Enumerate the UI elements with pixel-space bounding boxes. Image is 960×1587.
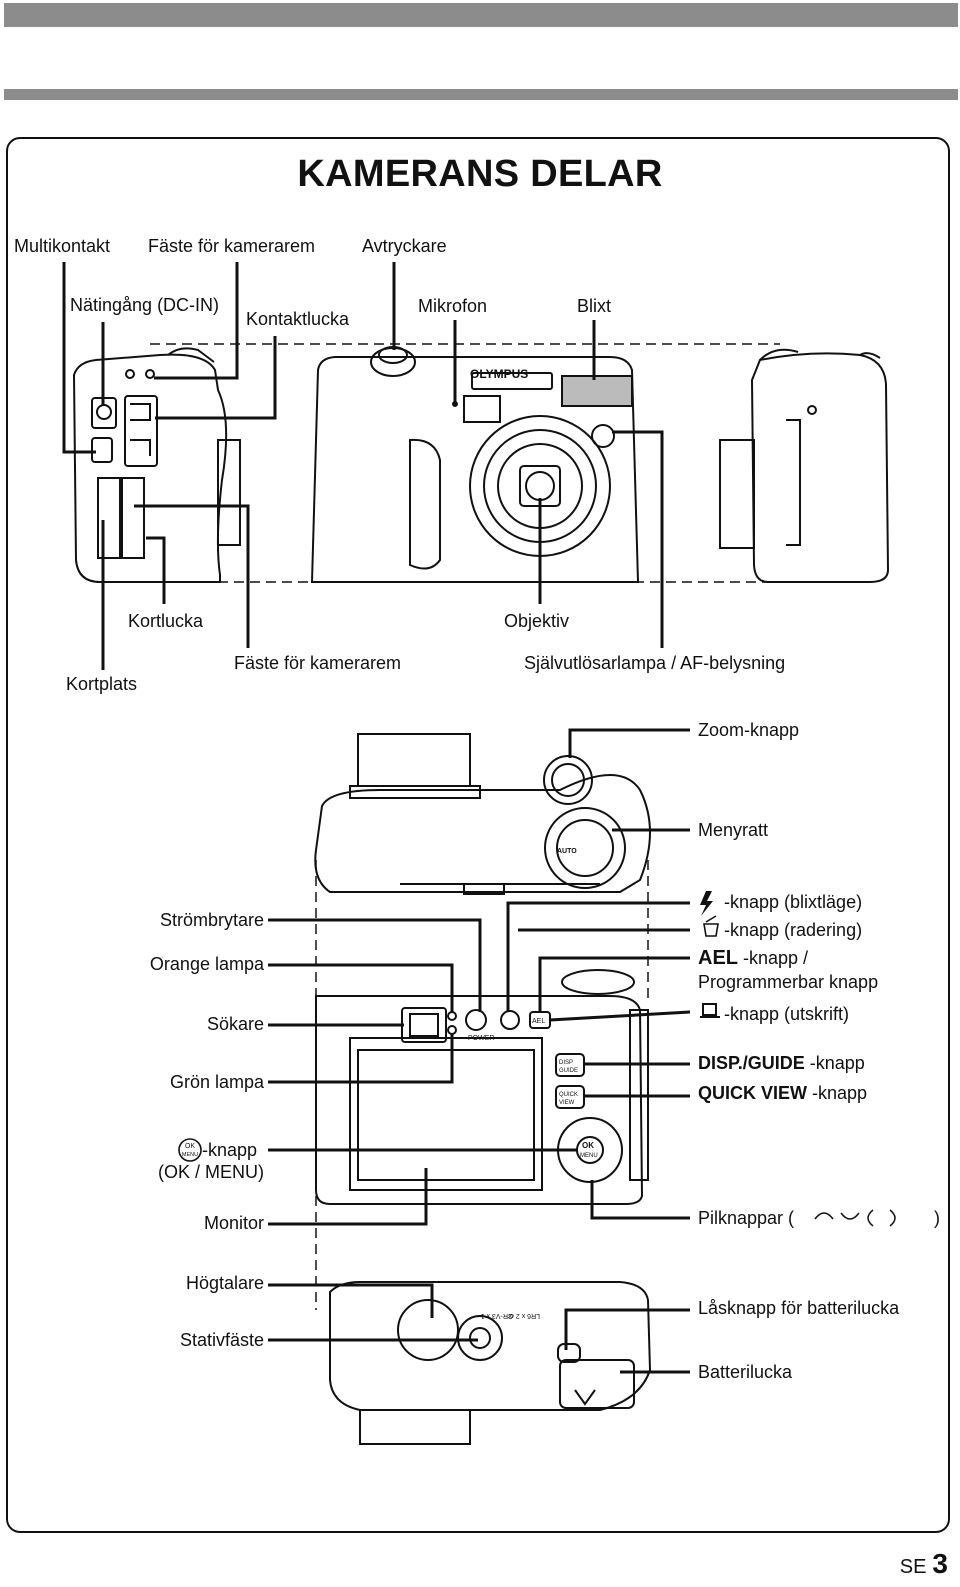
label-ok-menu: (OK / MENU) bbox=[158, 1162, 264, 1182]
pil-end: ) bbox=[934, 1208, 941, 1228]
label-ok-knapp: -knapp bbox=[202, 1140, 258, 1160]
qv-symbol: QUICK VIEW bbox=[698, 1083, 808, 1103]
label-hogtalare: Högtalare bbox=[185, 1273, 264, 1293]
ael-mark: AEL bbox=[532, 1018, 545, 1025]
menu-mark: MENU bbox=[580, 1153, 598, 1159]
pil-text: Pilknappar ( bbox=[698, 1208, 795, 1228]
header-rule bbox=[4, 89, 958, 100]
ael-symbol: AEL bbox=[698, 947, 738, 969]
camera-bottom bbox=[329, 1281, 652, 1445]
auto-mark: AUTO bbox=[557, 848, 577, 855]
camera-front bbox=[310, 346, 640, 583]
label-objektiv: Objektiv bbox=[504, 611, 570, 631]
svg-text:OK: OK bbox=[185, 1143, 195, 1150]
label-multikontakt: Multikontakt bbox=[14, 236, 111, 256]
svg-text:MENU: MENU bbox=[182, 1152, 198, 1158]
label-sokare: Sökare bbox=[206, 1014, 264, 1034]
print-icon bbox=[700, 1003, 720, 1018]
ok-mark: OK bbox=[582, 1141, 594, 1150]
label-quickview-knapp: QUICK VIEW -knapp bbox=[698, 1083, 867, 1103]
label-disp-knapp: DISP./GUIDE -knapp bbox=[698, 1053, 865, 1073]
label-blixt: Blixt bbox=[577, 296, 612, 316]
disp-mark: DISP bbox=[559, 1060, 573, 1066]
guide-mark: GUIDE bbox=[559, 1068, 578, 1074]
ael-text: -knapp / bbox=[743, 948, 809, 968]
label-strombrytare: Strömbrytare bbox=[159, 910, 264, 930]
label-avtryckare: Avtryckare bbox=[362, 236, 447, 256]
label-gron-lampa: Grön lampa bbox=[169, 1072, 264, 1092]
label-flash-knapp: -knapp (blixtläge) bbox=[724, 892, 863, 912]
label-zoom-knapp: Zoom-knapp bbox=[698, 720, 800, 740]
power-mark: POWER bbox=[468, 1035, 494, 1042]
page-frame bbox=[6, 137, 950, 1533]
label-lasknapp: Låsknapp för batterilucka bbox=[698, 1298, 900, 1318]
label-kortlucka: Kortlucka bbox=[128, 611, 204, 631]
page-title: KAMERANS DELAR bbox=[297, 153, 663, 195]
flash-icon bbox=[700, 891, 713, 916]
label-stativfaste: Stativfäste bbox=[179, 1330, 264, 1350]
label-print-knapp: -knapp (utskrift) bbox=[724, 1004, 850, 1024]
camera-side-left bbox=[72, 347, 241, 583]
page-number: 3 bbox=[932, 1548, 948, 1579]
erase-icon bbox=[703, 915, 719, 937]
language-code: SE bbox=[899, 1556, 927, 1578]
ok-menu-icon: OK MENU bbox=[178, 1138, 202, 1162]
label-sjalvutlosarlampa: Självutlösarlampa / AF-belysning bbox=[524, 653, 786, 673]
label-erase-knapp: -knapp (radering) bbox=[724, 920, 863, 940]
arrow-pad-icons bbox=[814, 1209, 896, 1227]
label-orange-lampa: Orange lampa bbox=[149, 954, 264, 974]
label-mikrofon: Mikrofon bbox=[418, 296, 488, 316]
camera-side-right bbox=[719, 348, 890, 583]
disp-symbol: DISP./GUIDE bbox=[698, 1053, 805, 1073]
label-faste-kamerarem-top: Fäste för kamerarem bbox=[148, 236, 316, 256]
label-kortplats: Kortplats bbox=[66, 674, 138, 694]
label-menyratt: Menyratt bbox=[698, 820, 769, 840]
camera-top bbox=[314, 733, 651, 895]
label-ael-knapp: AEL -knapp / bbox=[698, 948, 808, 968]
top-rule bbox=[4, 3, 958, 27]
label-kontaktlucka: Kontaktlucka bbox=[246, 309, 350, 329]
label-programmerbar: Programmerbar knapp bbox=[698, 972, 879, 992]
qv-text: -knapp bbox=[812, 1083, 868, 1103]
label-pilknappar: Pilknappar () bbox=[698, 1208, 940, 1228]
camera-back bbox=[315, 969, 649, 1205]
label-natingang: Nätingång (DC-IN) bbox=[70, 295, 220, 315]
brand-logo: OLYMPUS bbox=[470, 367, 528, 381]
quick-mark: QUICK bbox=[559, 1092, 578, 1098]
label-batterilucka: Batterilucka bbox=[698, 1362, 793, 1382]
label-faste-kamerarem-bottom: Fäste för kamerarem bbox=[234, 653, 402, 673]
battery-mark-2: LR6 x 2 or bbox=[507, 1312, 540, 1319]
label-monitor: Monitor bbox=[203, 1213, 264, 1233]
view-mark: VIEW bbox=[559, 1100, 575, 1106]
battery-mark-1: CR-V3 x 1 bbox=[481, 1312, 513, 1319]
disp-text: -knapp bbox=[809, 1053, 865, 1073]
